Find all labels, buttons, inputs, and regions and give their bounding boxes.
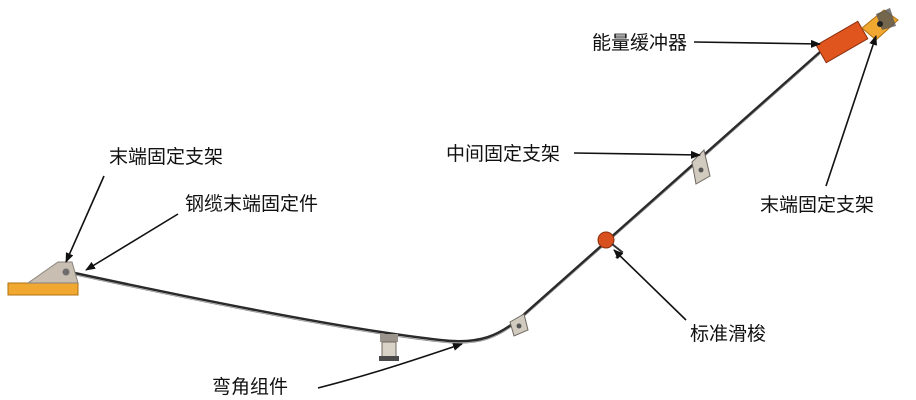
arrow-end-support-left (65, 175, 105, 263)
label-middle-support: 中间固定支架 (446, 143, 561, 165)
arrow-energy-buffer (693, 39, 821, 48)
label-end-support-right: 末端固定支架 (760, 194, 875, 216)
steel-cable-highlight (69, 53, 821, 344)
middle-support-bracket-lower (509, 313, 529, 337)
steel-cable (69, 51, 821, 343)
arrow-middle-support (573, 150, 701, 159)
label-bend-assembly: 弯角组件 (212, 376, 289, 398)
arrow-cable-end-fixture (85, 213, 179, 271)
label-end-support-left: 末端固定支架 (109, 146, 224, 168)
arrow-end-support-right (825, 35, 877, 187)
arrow-bend-assembly (317, 343, 463, 389)
arrow-standard-slider (613, 249, 687, 321)
right-end-support-bracket (861, 8, 899, 41)
left-end-support-bracket (7, 261, 79, 296)
label-energy-buffer: 能量缓冲器 (592, 32, 688, 54)
label-standard-slider: 标准滑梭 (690, 323, 767, 345)
energy-buffer (815, 20, 869, 64)
bend-clamp-bracket (379, 334, 399, 361)
label-cable-end-fixture: 钢缆末端固定件 (185, 193, 319, 215)
